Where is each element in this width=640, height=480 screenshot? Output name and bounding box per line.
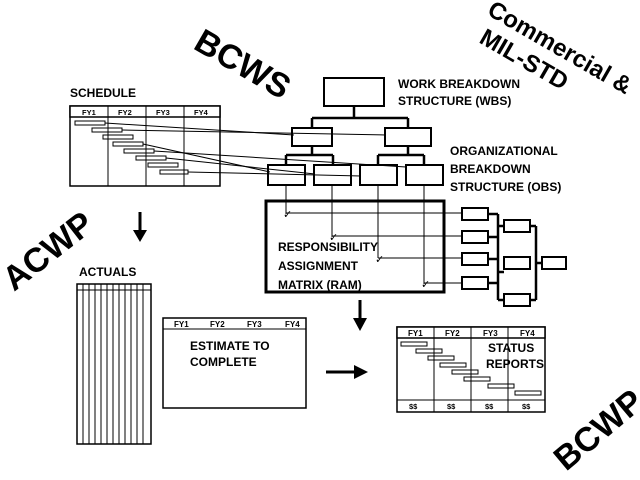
- status-fy2: FY2: [445, 329, 460, 338]
- schedule-fy4: FY4: [194, 108, 209, 117]
- status-label-line1: STATUS: [488, 341, 534, 355]
- actuals-ledger: [76, 283, 152, 445]
- wbs-label-line2: STRUCTURE (WBS): [398, 94, 511, 108]
- status-fy4: FY4: [520, 329, 535, 338]
- wbs-top-box: [323, 77, 385, 107]
- status-reports-table: FY1 FY2 FY3 FY4 $$ $$ $$ $$: [396, 326, 546, 413]
- status-dollar-2: $$: [447, 402, 456, 411]
- bcwp-label: BCWP: [547, 382, 640, 478]
- etc-fy3: FY3: [247, 320, 262, 329]
- status-label-line2: REPORTS: [486, 357, 544, 371]
- obs-label-line1: ORGANIZATIONAL: [450, 144, 558, 158]
- status-fy3: FY3: [483, 329, 498, 338]
- etc-label-line1: ESTIMATE TO: [190, 339, 270, 353]
- arrow-schedule-to-actuals: [133, 212, 147, 242]
- bcws-label: BCWS: [188, 22, 297, 107]
- actuals-label: ACTUALS: [79, 265, 136, 279]
- ram-box: [264, 199, 446, 294]
- schedule-label: SCHEDULE: [70, 86, 136, 100]
- wbs-level2-box-2: [384, 127, 432, 147]
- wbs-level2-box-1: [291, 127, 333, 147]
- status-dollar-4: $$: [522, 402, 531, 411]
- wbs-tree: [267, 77, 444, 186]
- arrow-ram-to-status: [353, 300, 367, 331]
- arrow-etc-to-status: [326, 365, 368, 379]
- etc-fy4: FY4: [285, 320, 300, 329]
- schedule-fy3: FY3: [156, 108, 170, 117]
- schedule-fy2: FY2: [118, 108, 132, 117]
- wbs-level3-box-4: [405, 164, 444, 186]
- ram-check-4: ✓: [421, 278, 430, 291]
- schedule-table: FY1 FY2 FY3 FY4: [69, 105, 221, 187]
- etc-fy1: FY1: [174, 320, 189, 329]
- ram-label-line2: ASSIGNMENT: [278, 259, 359, 273]
- obs-label-line2: BREAKDOWN: [450, 162, 531, 176]
- ram-check-1: ✓: [283, 208, 292, 221]
- wbs-level3-box-3: [359, 164, 398, 186]
- obs-tree: [461, 207, 567, 307]
- ram-check-3: ✓: [375, 253, 384, 266]
- ram-label-line1: RESPONSIBILITY: [278, 240, 378, 254]
- estimate-to-complete-table: FY1 FY2 FY3 FY4: [162, 317, 307, 409]
- ram-check-2: ✓: [329, 231, 338, 244]
- status-dollar-3: $$: [485, 402, 494, 411]
- ram-label-line3: MATRIX (RAM): [278, 278, 362, 292]
- etc-label-line2: COMPLETE: [190, 355, 257, 369]
- status-fy1: FY1: [408, 329, 423, 338]
- ram-grid: ✓ ✓ ✓ ✓: [283, 185, 462, 291]
- schedule-fy1: FY1: [82, 108, 96, 117]
- status-dollar-1: $$: [409, 402, 418, 411]
- wbs-label-line1: WORK BREAKDOWN: [398, 77, 520, 91]
- obs-label-line3: STRUCTURE (OBS): [450, 180, 561, 194]
- etc-fy2: FY2: [210, 320, 225, 329]
